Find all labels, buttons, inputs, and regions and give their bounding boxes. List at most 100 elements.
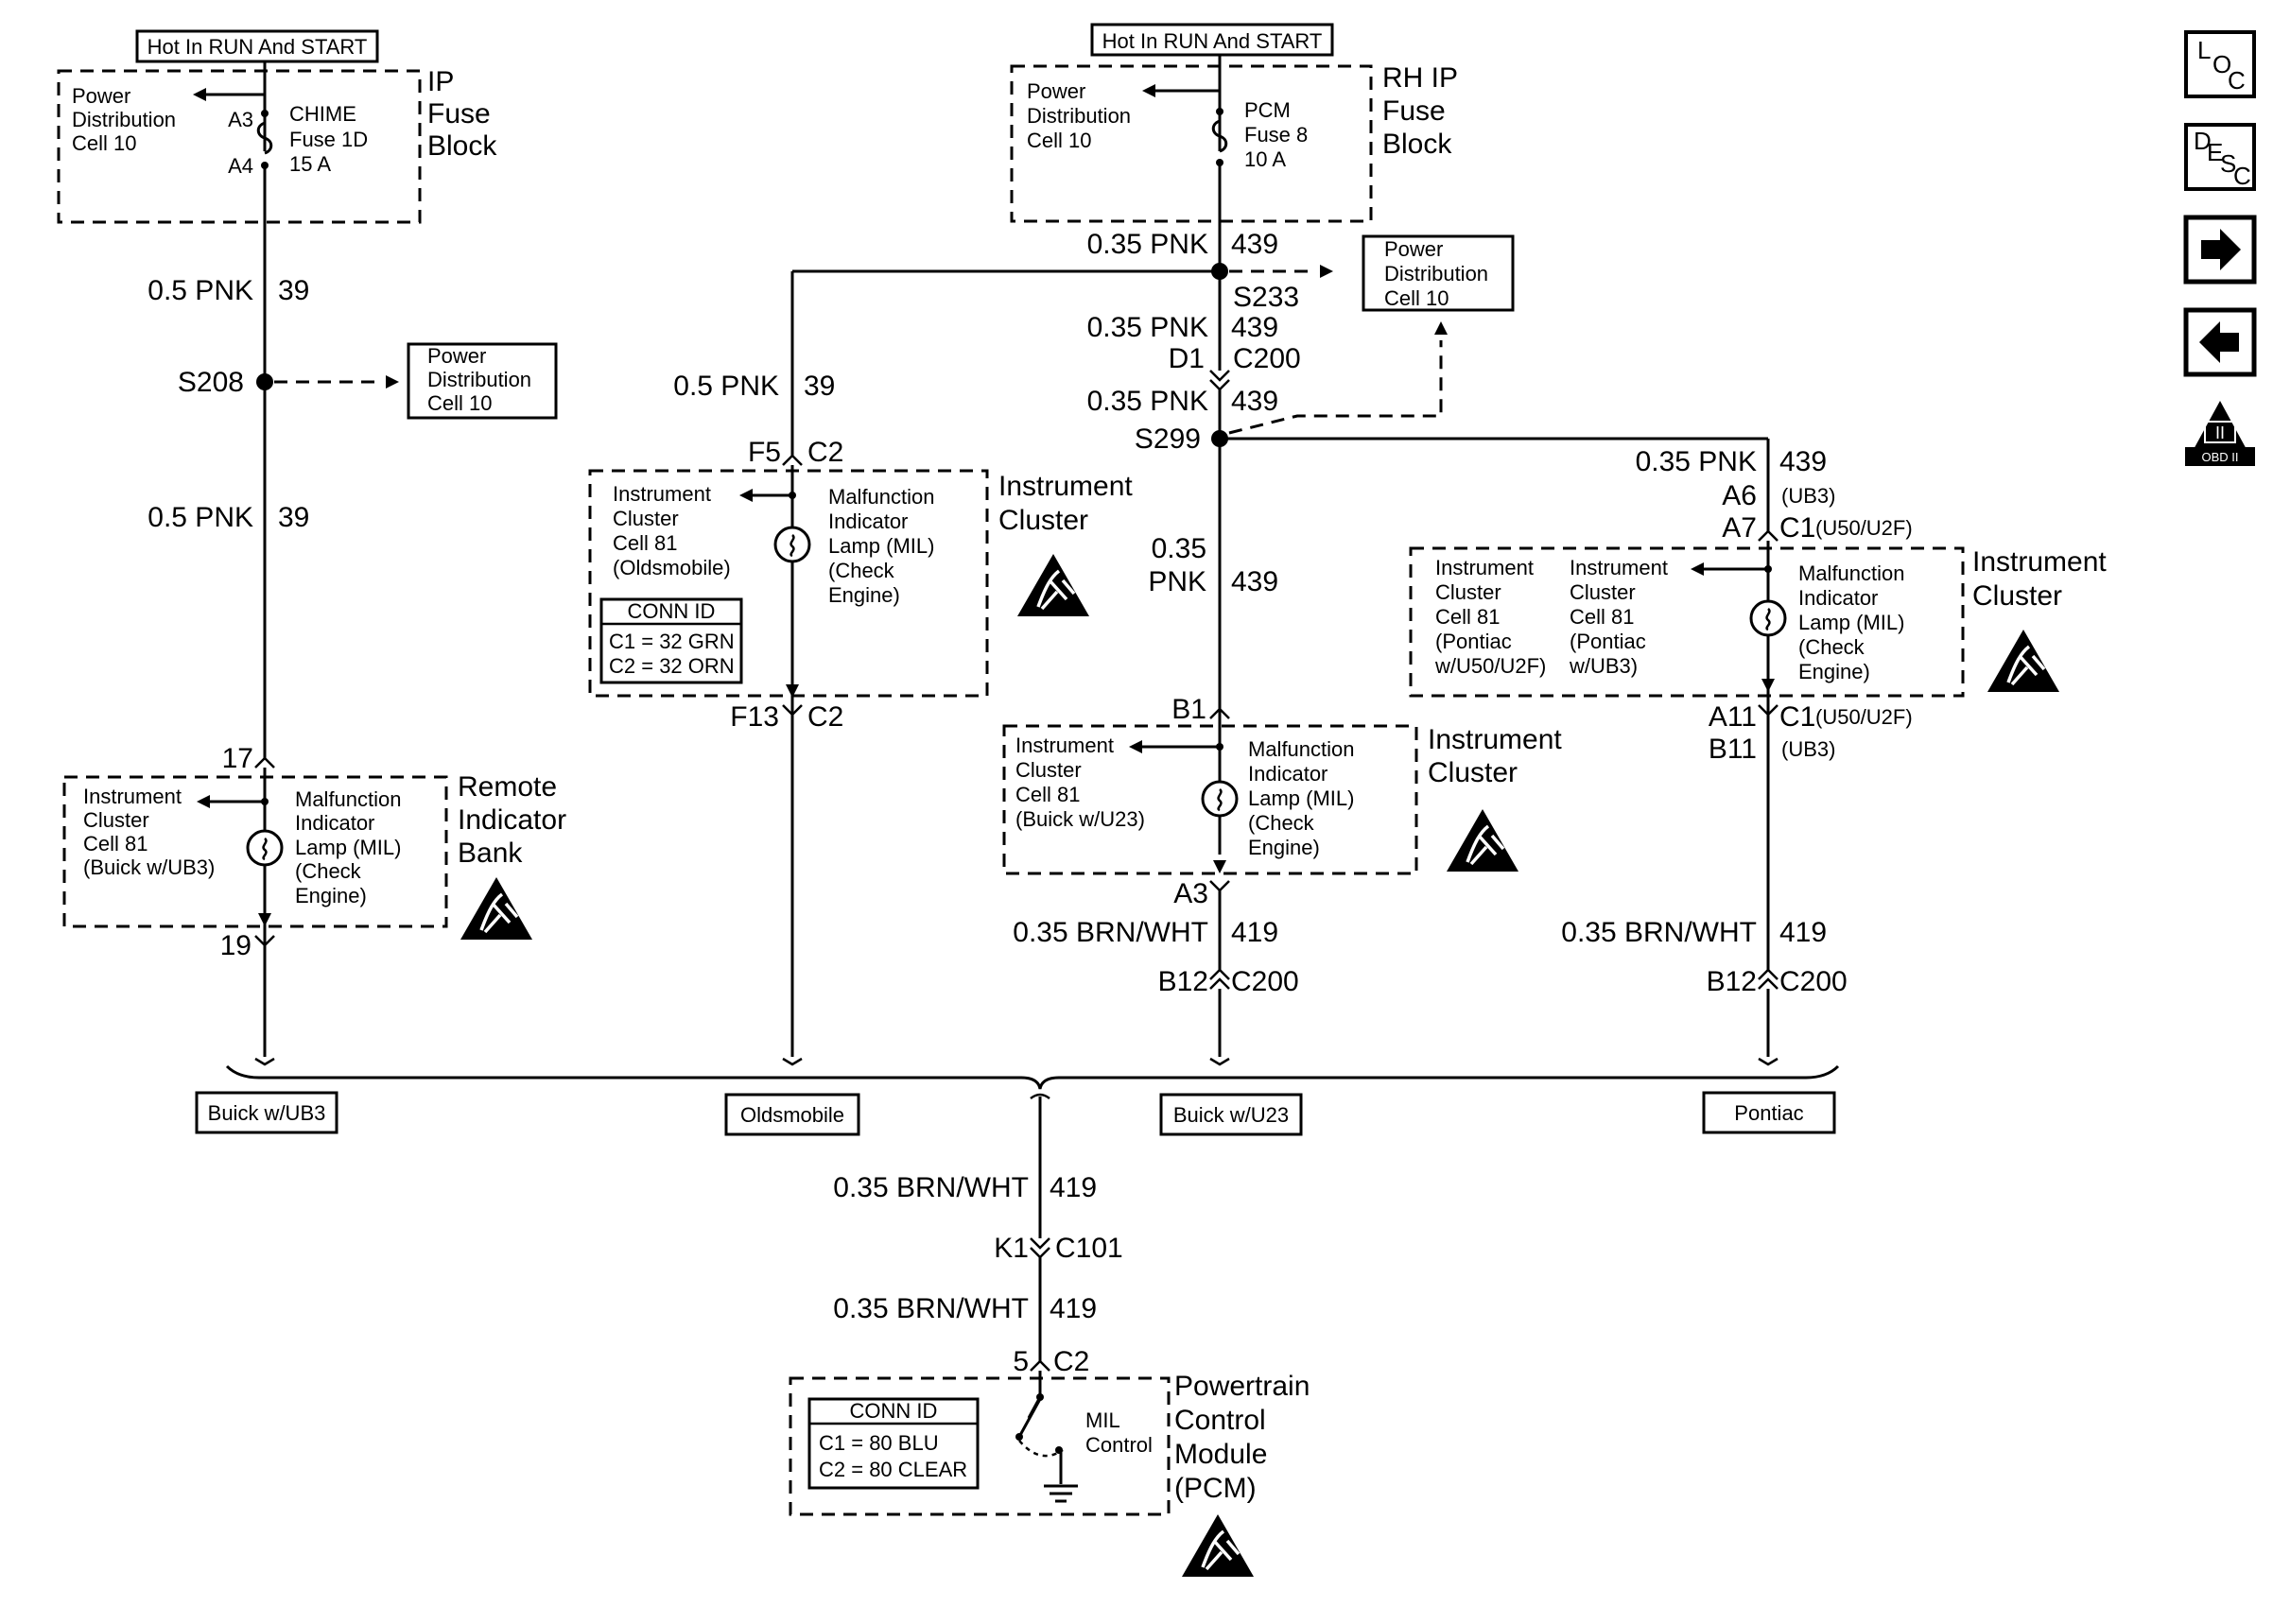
esd-icon [1015,552,1091,618]
pont-desc-5: Engine) [1798,660,1870,683]
olds-conn-id-1: C1 = 32 GRN [609,630,735,653]
pd-left-2: Distribution [427,368,531,391]
olds-conn-id-box [599,597,743,684]
loc-o: O [2212,50,2231,78]
wire-label-l1: 0.5 PNK [147,275,253,306]
pin-a3: A3 [1173,878,1208,909]
next-button[interactable] [2183,215,2257,285]
circuit-c1: 439 [1231,229,1278,260]
esd-icon [1180,1512,1256,1579]
olds-conn-id-2: C2 = 32 ORN [609,654,735,678]
left-circuit: 0.5 PNK 39 S208 Power Distribution Cell … [62,275,566,1066]
pcm-conn-id-2: C2 = 80 CLEAR [819,1458,967,1481]
olds-circuit: 0.5 PNK 39 F5 C2 Instrument Cluster Cell… [588,371,1133,1066]
pont-ref2-2: Cluster [1570,580,1636,604]
splice-s208: S208 [178,367,244,398]
u23-desc-4: (Check [1248,811,1315,835]
circuit-c4: 439 [1231,566,1278,597]
pontiac-circuit: 0.35 PNK 439 A6 (UB3) A7 C1 (U50/U2F) In… [1409,439,2107,1066]
pd-left-1: Power [427,344,486,368]
rh-title-2: Fuse [1382,95,1446,127]
option-buick-ub3 [195,1091,338,1134]
pont-ref2-1: Instrument [1570,556,1668,579]
circuit-l2: 39 [278,502,309,533]
u23-desc-5: Engine) [1248,836,1320,859]
olds-ref-1: Instrument [613,482,711,506]
rh-pd-line3: Cell 10 [1027,129,1091,152]
pin-19: 19 [220,930,252,961]
pcm-conn-id-box [807,1397,980,1490]
pont-desc-3: Lamp (MIL) [1798,611,1904,634]
esd-icon [1986,628,2061,694]
wire-label-c4b: PNK [1148,566,1206,597]
pcm-title-3: Module [1174,1439,1267,1470]
rh-fuse-line1: PCM [1244,98,1291,122]
circuit-pont: 439 [1779,446,1827,477]
option-buick-u23-label: Buick w/U23 [1173,1103,1289,1127]
option-buick-ub3-label: Buick w/UB3 [208,1101,326,1125]
ip-fuse-line1: CHIME [289,102,356,126]
option-pontiac-label: Pontiac [1734,1101,1803,1125]
wire-label-pont: 0.35 PNK [1636,446,1757,477]
rib-desc-3: Lamp (MIL) [295,836,401,859]
olds-desc-4: (Check [828,559,895,582]
pin-k1: K1 [994,1233,1029,1264]
ip-fuse-title-2: Fuse [427,98,491,130]
pcm-control-2: Control [1085,1433,1153,1457]
ip-fuse-line3: 15 A [289,152,331,176]
center-circuit: 0.35 PNK 439 Power Distribution Cell 10 … [790,163,1768,1066]
pin-a7: A7 [1722,512,1757,544]
conn-c1-pont: C1 [1779,512,1815,544]
note-b11: (UB3) [1781,737,1835,761]
ip-pin-a3: A3 [228,108,253,131]
pcm-title-4: (PCM) [1174,1473,1257,1504]
ip-fuse-title-1: IP [427,66,454,97]
pd-box-center [1362,234,1515,312]
rib-title-3: Bank [458,838,523,869]
wire-label-c1: 0.35 PNK [1087,229,1208,260]
rib-title-2: Indicator [458,804,566,836]
pont-ref1-2: Cluster [1435,580,1501,604]
circuit-olds: 39 [804,371,835,402]
circuit-pcm2: 419 [1050,1293,1097,1324]
olds-ref-3: Cell 81 [613,531,677,555]
olds-conn-id-title: CONN ID [628,599,716,623]
pd-center-1: Power [1384,237,1443,261]
olds-title-1: Instrument [998,471,1133,502]
note-c1-pont: (U50/U2F) [1815,516,1913,540]
option-brace: Buick w/UB3 Oldsmobile Buick w/U23 Ponti… [195,1064,1840,1136]
wire-label-pcm2: 0.35 BRN/WHT [833,1293,1029,1324]
pin-17: 17 [222,743,253,774]
circuit-c5: 419 [1231,917,1278,948]
wire-label-pcm1: 0.35 BRN/WHT [833,1172,1029,1203]
conn-c1b-pont: C1 [1779,701,1815,733]
arrow-left-icon [2199,321,2239,363]
pont-title-1: Instrument [1972,546,2107,578]
wire-label-c5: 0.35 BRN/WHT [1013,917,1208,948]
splice-s233: S233 [1233,282,1299,313]
u23-ref-4: (Buick w/U23) [1015,807,1145,831]
conn-c2-pcm: C2 [1053,1346,1089,1377]
rh-fuse-line2: Fuse 8 [1244,123,1308,147]
pont-ref1-4: (Pontiac [1435,630,1512,653]
olds-desc-3: Lamp (MIL) [828,534,934,558]
ip-pd-line2: Distribution [72,108,176,131]
pin-b12-pont: B12 [1707,966,1757,997]
rib-desc-2: Indicator [295,811,374,835]
pcm-conn-id-1: C1 = 80 BLU [819,1431,939,1455]
pont-ref2-4: (Pontiac [1570,630,1646,653]
prev-button[interactable] [2183,307,2257,377]
pin-b11: B11 [1709,734,1757,765]
obd-ii-icon: II OBD II [2185,401,2255,466]
desc-s: S [2220,149,2236,178]
rh-title-3: Block [1382,129,1452,160]
desc-d: D [2194,127,2212,155]
u23-title-1: Instrument [1428,724,1562,755]
ip-fuse-block: Hot In RUN And START Power Distribution … [57,29,497,758]
desc-button[interactable]: D E S C [2184,123,2256,191]
loc-button[interactable]: L O C [2184,30,2256,98]
rib-title-1: Remote [458,771,557,803]
wire-label-olds: 0.5 PNK [673,371,779,402]
pcm-control-1: MIL [1085,1408,1120,1432]
esd-icon [459,875,534,942]
